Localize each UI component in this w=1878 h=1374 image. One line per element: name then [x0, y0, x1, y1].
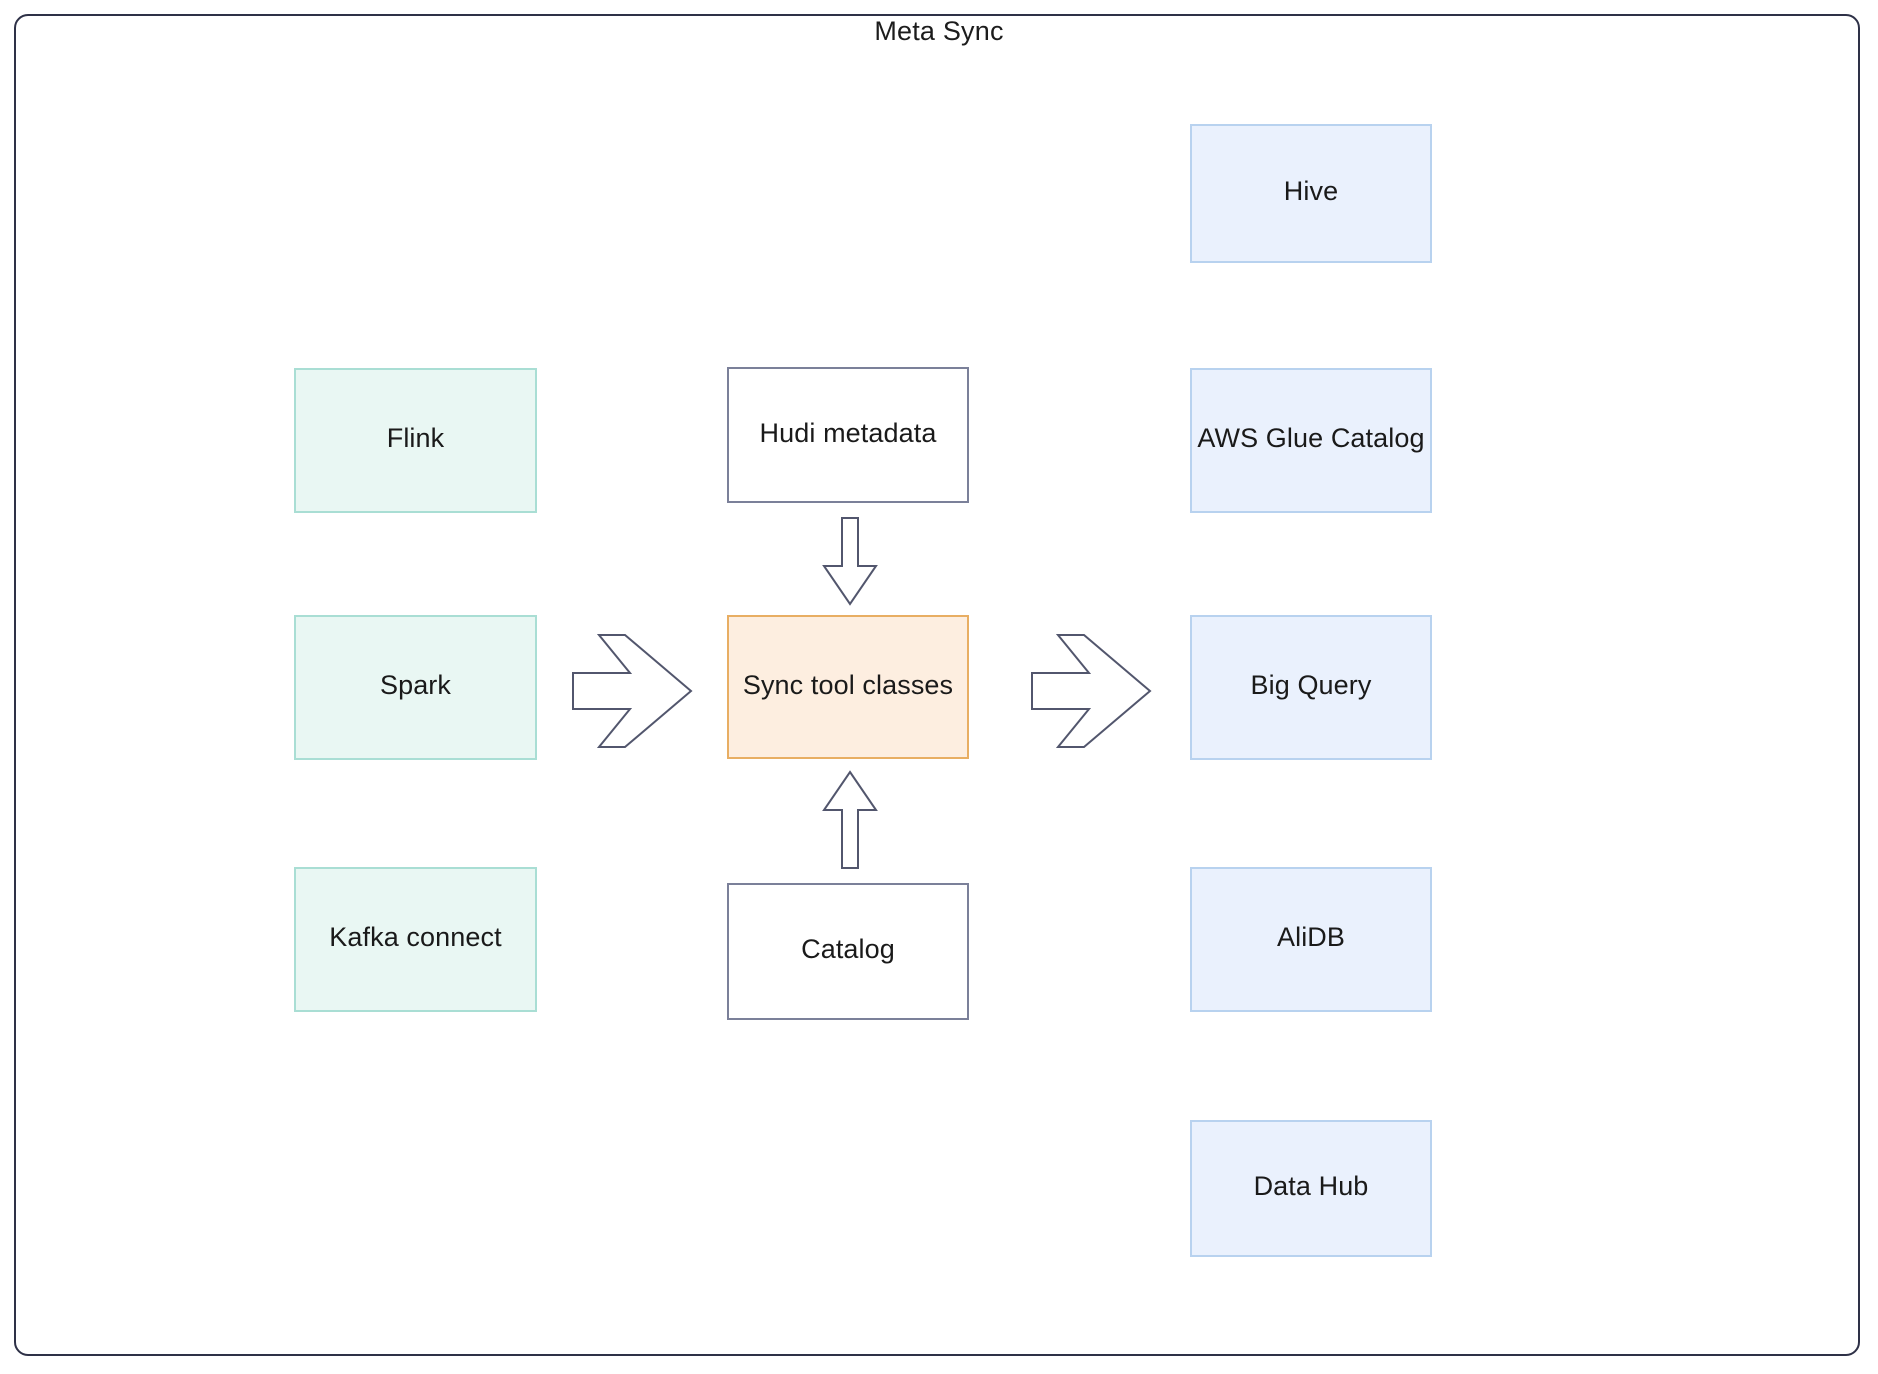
node-label: AliDB	[1276, 922, 1345, 952]
node-label: Sync tool classes	[742, 669, 954, 700]
node-label: Hudi metadata	[759, 417, 937, 448]
node-alidb[interactable]: AliDB	[1190, 867, 1432, 1012]
node-label: Spark	[379, 670, 452, 700]
node-spark[interactable]: Spark	[294, 615, 537, 760]
node-sync-tool-classes[interactable]: Sync tool classes	[727, 615, 969, 759]
node-label: Hive	[1283, 176, 1339, 206]
node-catalog[interactable]: Catalog	[727, 883, 969, 1020]
arrow-hudi-to-sync-icon	[822, 517, 878, 606]
node-label: Big Query	[1250, 670, 1372, 700]
node-label: Kafka connect	[329, 922, 502, 952]
node-data-hub[interactable]: Data Hub	[1190, 1120, 1432, 1257]
arrow-sources-to-sync-icon	[572, 632, 693, 750]
node-label: Flink	[386, 423, 445, 453]
node-flink[interactable]: Flink	[294, 368, 537, 513]
node-label: Catalog	[801, 934, 895, 964]
arrow-sync-to-targets-icon	[1031, 632, 1152, 750]
node-big-query[interactable]: Big Query	[1190, 615, 1432, 760]
arrow-catalog-to-sync-icon	[822, 770, 878, 870]
node-label: Data Hub	[1253, 1171, 1369, 1201]
node-aws-glue-catalog[interactable]: AWS Glue Catalog	[1190, 368, 1432, 513]
node-hudi-metadata[interactable]: Hudi metadata	[727, 367, 969, 503]
page-title: Meta Sync	[874, 16, 1004, 46]
node-kafka-connect[interactable]: Kafka connect	[294, 867, 537, 1012]
node-label: AWS Glue Catalog	[1197, 423, 1425, 453]
node-hive[interactable]: Hive	[1190, 124, 1432, 263]
